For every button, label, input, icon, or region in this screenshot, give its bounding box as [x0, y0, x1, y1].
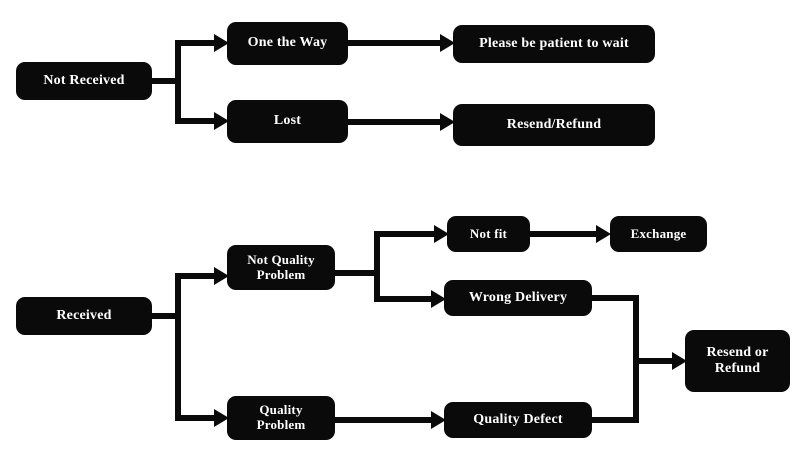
- node-not-received[interactable]: Not Received: [16, 62, 152, 100]
- wire-wrong-delivery-to-merge: [592, 295, 639, 361]
- node-quality-problem[interactable]: Quality Problem: [227, 396, 335, 440]
- node-quality-problem-label-line2: Problem: [256, 417, 306, 432]
- node-received-label: Received: [56, 307, 112, 323]
- node-not-quality-problem-label-line2: Problem: [256, 266, 306, 282]
- node-not-quality-problem-label-line1: Not Quality: [247, 251, 315, 267]
- node-resend-refund[interactable]: Resend/Refund: [453, 104, 655, 146]
- node-quality-problem-label-line1: Quality: [259, 402, 303, 418]
- node-resend-or-refund[interactable]: Resend or Refund: [685, 330, 790, 392]
- node-received[interactable]: Received: [16, 297, 152, 335]
- node-resend-or-refund-label-line1: Resend or: [706, 344, 769, 360]
- node-one-the-way[interactable]: One the Way: [227, 22, 348, 65]
- node-lost-label: Lost: [273, 113, 302, 129]
- node-quality-defect[interactable]: Quality Defect: [444, 402, 592, 438]
- node-one-the-way-label: One the Way: [247, 35, 328, 51]
- node-please-be-patient-to-wait-label: Please be patient to wait: [479, 35, 629, 51]
- node-exchange-label: Exchange: [630, 225, 687, 241]
- node-exchange[interactable]: Exchange: [610, 216, 707, 252]
- node-quality-defect-label: Quality Defect: [473, 411, 563, 427]
- node-resend-or-refund-label-line2: Refund: [714, 361, 761, 376]
- node-not-received-label: Not Received: [43, 72, 125, 88]
- node-resend-refund-label: Resend/Refund: [506, 116, 602, 132]
- arrowhead-exchange: [596, 225, 611, 243]
- node-not-fit[interactable]: Not fit: [447, 216, 530, 252]
- node-wrong-delivery-label: Wrong Delivery: [468, 289, 568, 305]
- node-wrong-delivery[interactable]: Wrong Delivery: [444, 280, 592, 316]
- wire-quality-defect-to-merge: [592, 361, 639, 423]
- node-not-fit-label: Not fit: [469, 225, 508, 241]
- node-not-quality-problem[interactable]: Not Quality Problem: [227, 245, 335, 290]
- node-lost[interactable]: Lost: [227, 100, 348, 143]
- node-please-be-patient-to-wait[interactable]: Please be patient to wait: [453, 25, 655, 63]
